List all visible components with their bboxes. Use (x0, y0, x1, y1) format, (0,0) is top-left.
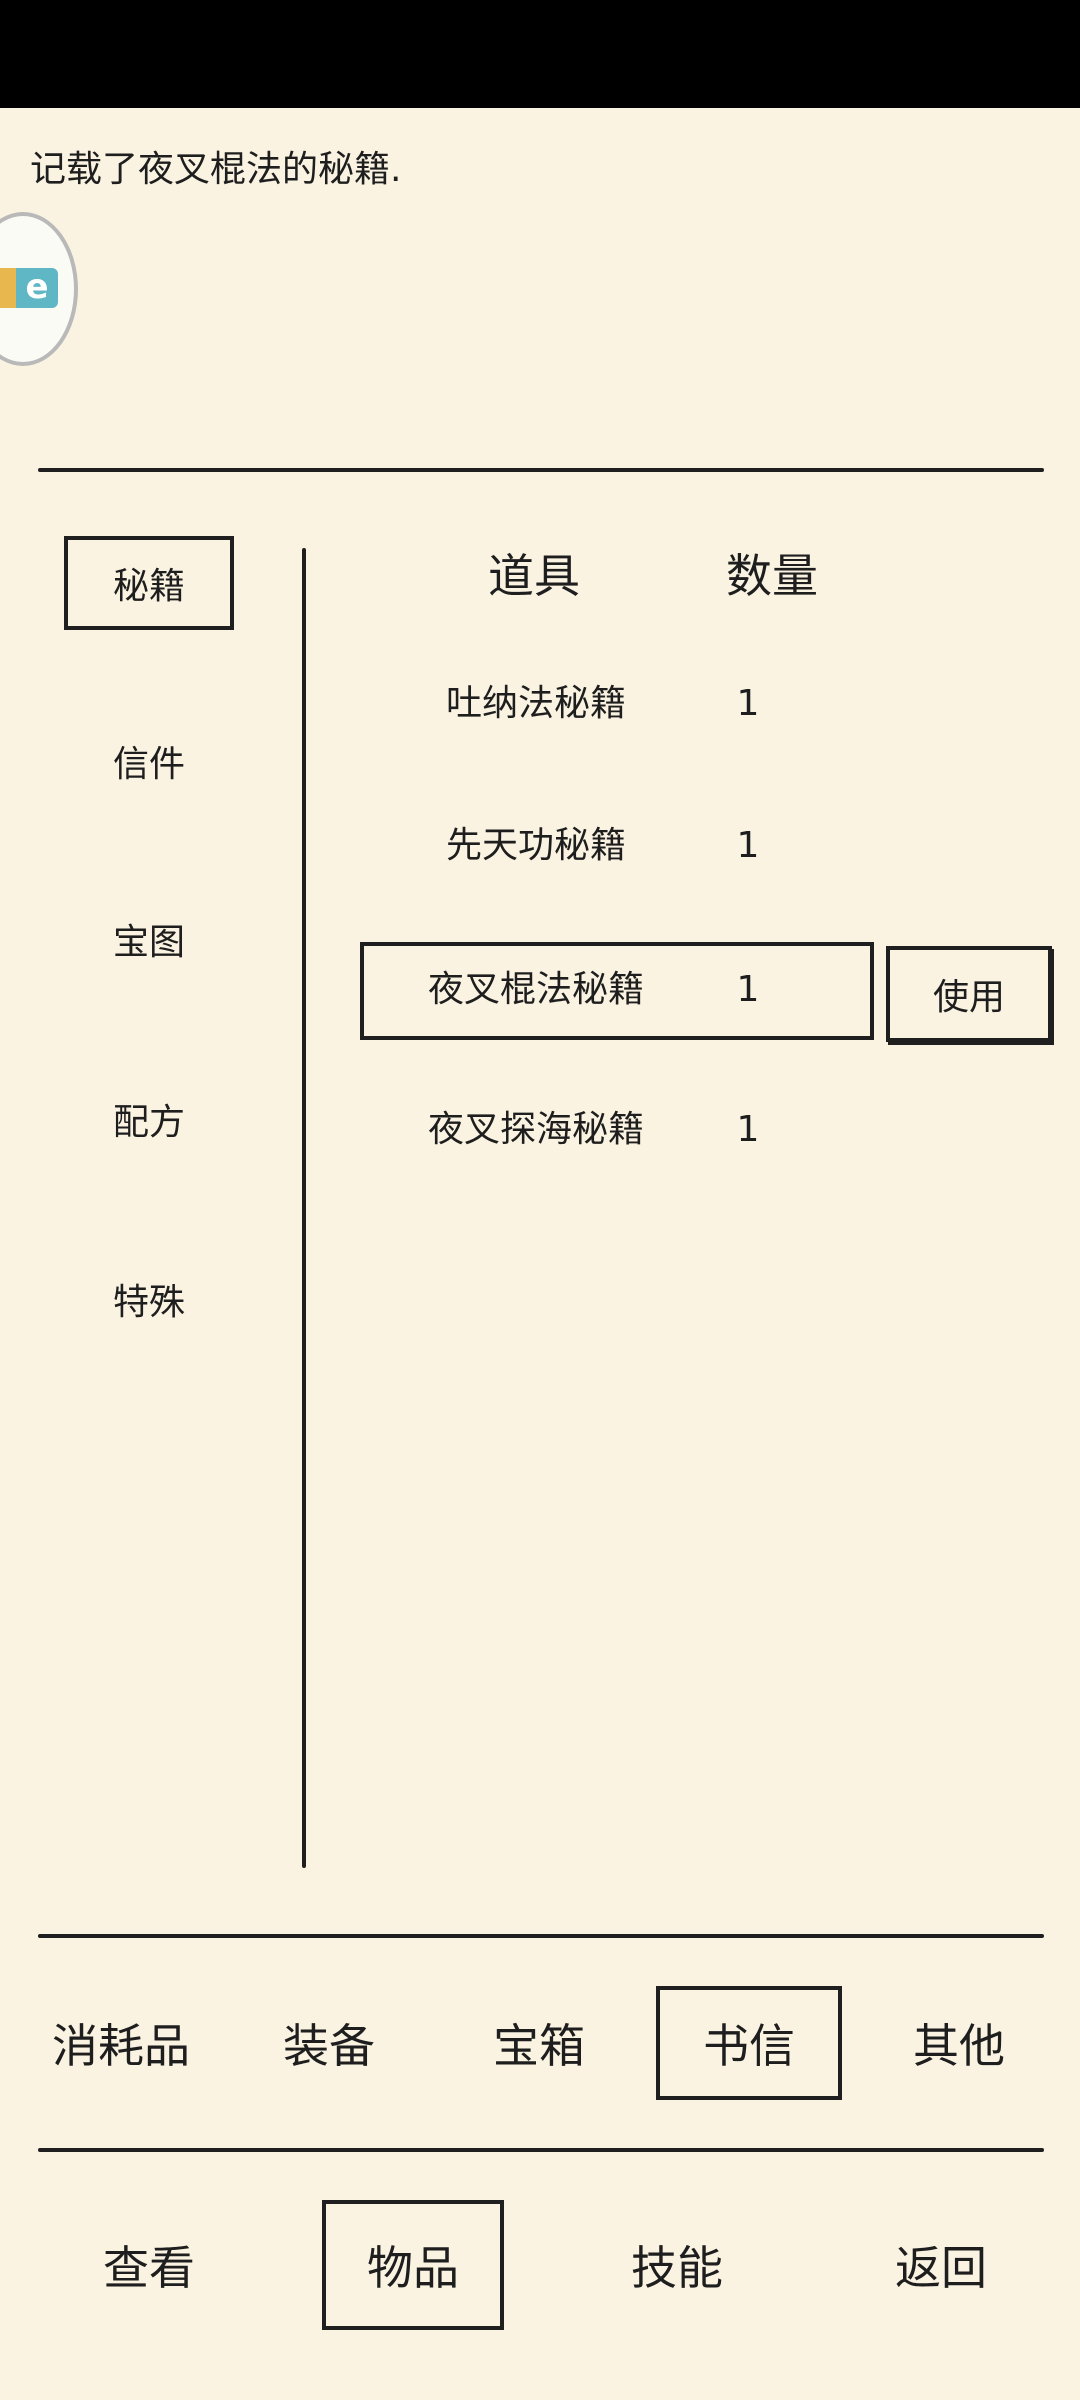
category-tab-chests[interactable]: 宝箱 (493, 2019, 585, 2073)
nav-tab-view[interactable]: 查看 (103, 2241, 195, 2295)
list-item-selected[interactable]: 夜叉棍法秘籍 1 (360, 942, 874, 1040)
item-name: 夜叉棍法秘籍 (427, 969, 644, 1010)
column-header-item: 道具 (488, 549, 580, 603)
item-quantity: 1 (736, 1109, 760, 1150)
category-tab-letters[interactable]: 书信 (656, 1986, 842, 2100)
list-item[interactable]: 夜叉探海秘籍 1 (360, 1080, 872, 1178)
status-bar (0, 0, 1080, 108)
side-tab-secret-books[interactable]: 秘籍 (64, 536, 234, 630)
side-tab-recipes[interactable]: 配方 (112, 1102, 185, 1143)
list-item[interactable]: 先天功秘籍 1 (360, 796, 872, 894)
nav-tab-items[interactable]: 物品 (322, 2200, 504, 2330)
item-name: 夜叉探海秘籍 (427, 1109, 644, 1150)
badge-blue-block: e (16, 268, 58, 308)
item-description: 记载了夜叉棍法的秘籍. (30, 149, 402, 190)
side-tab-special[interactable]: 特殊 (112, 1282, 185, 1323)
sidebar-divider (302, 548, 306, 1868)
list-item[interactable]: 吐纳法秘籍 1 (360, 654, 872, 752)
category-tab-consumables[interactable]: 消耗品 (52, 2019, 190, 2073)
item-quantity: 1 (736, 683, 760, 724)
item-name: 先天功秘籍 (445, 825, 626, 866)
item-quantity: 1 (736, 969, 760, 1010)
item-name: 吐纳法秘籍 (445, 683, 626, 724)
side-tab-letters[interactable]: 信件 (112, 744, 185, 785)
top-divider (38, 468, 1044, 472)
column-header-quantity: 数量 (726, 549, 818, 603)
nav-tab-skills[interactable]: 技能 (631, 2241, 723, 2295)
category-tab-equipment[interactable]: 装备 (283, 2019, 375, 2073)
nav-divider (38, 2148, 1044, 2152)
category-divider (38, 1934, 1044, 1938)
item-quantity: 1 (736, 825, 760, 866)
badge-yellow-block (0, 268, 16, 308)
use-button[interactable]: 使用 (886, 946, 1052, 1042)
app-badge-icon[interactable]: e (0, 212, 78, 366)
category-tab-other[interactable]: 其他 (913, 2019, 1005, 2073)
side-tab-treasure-maps[interactable]: 宝图 (112, 922, 185, 963)
nav-tab-back[interactable]: 返回 (895, 2241, 987, 2295)
